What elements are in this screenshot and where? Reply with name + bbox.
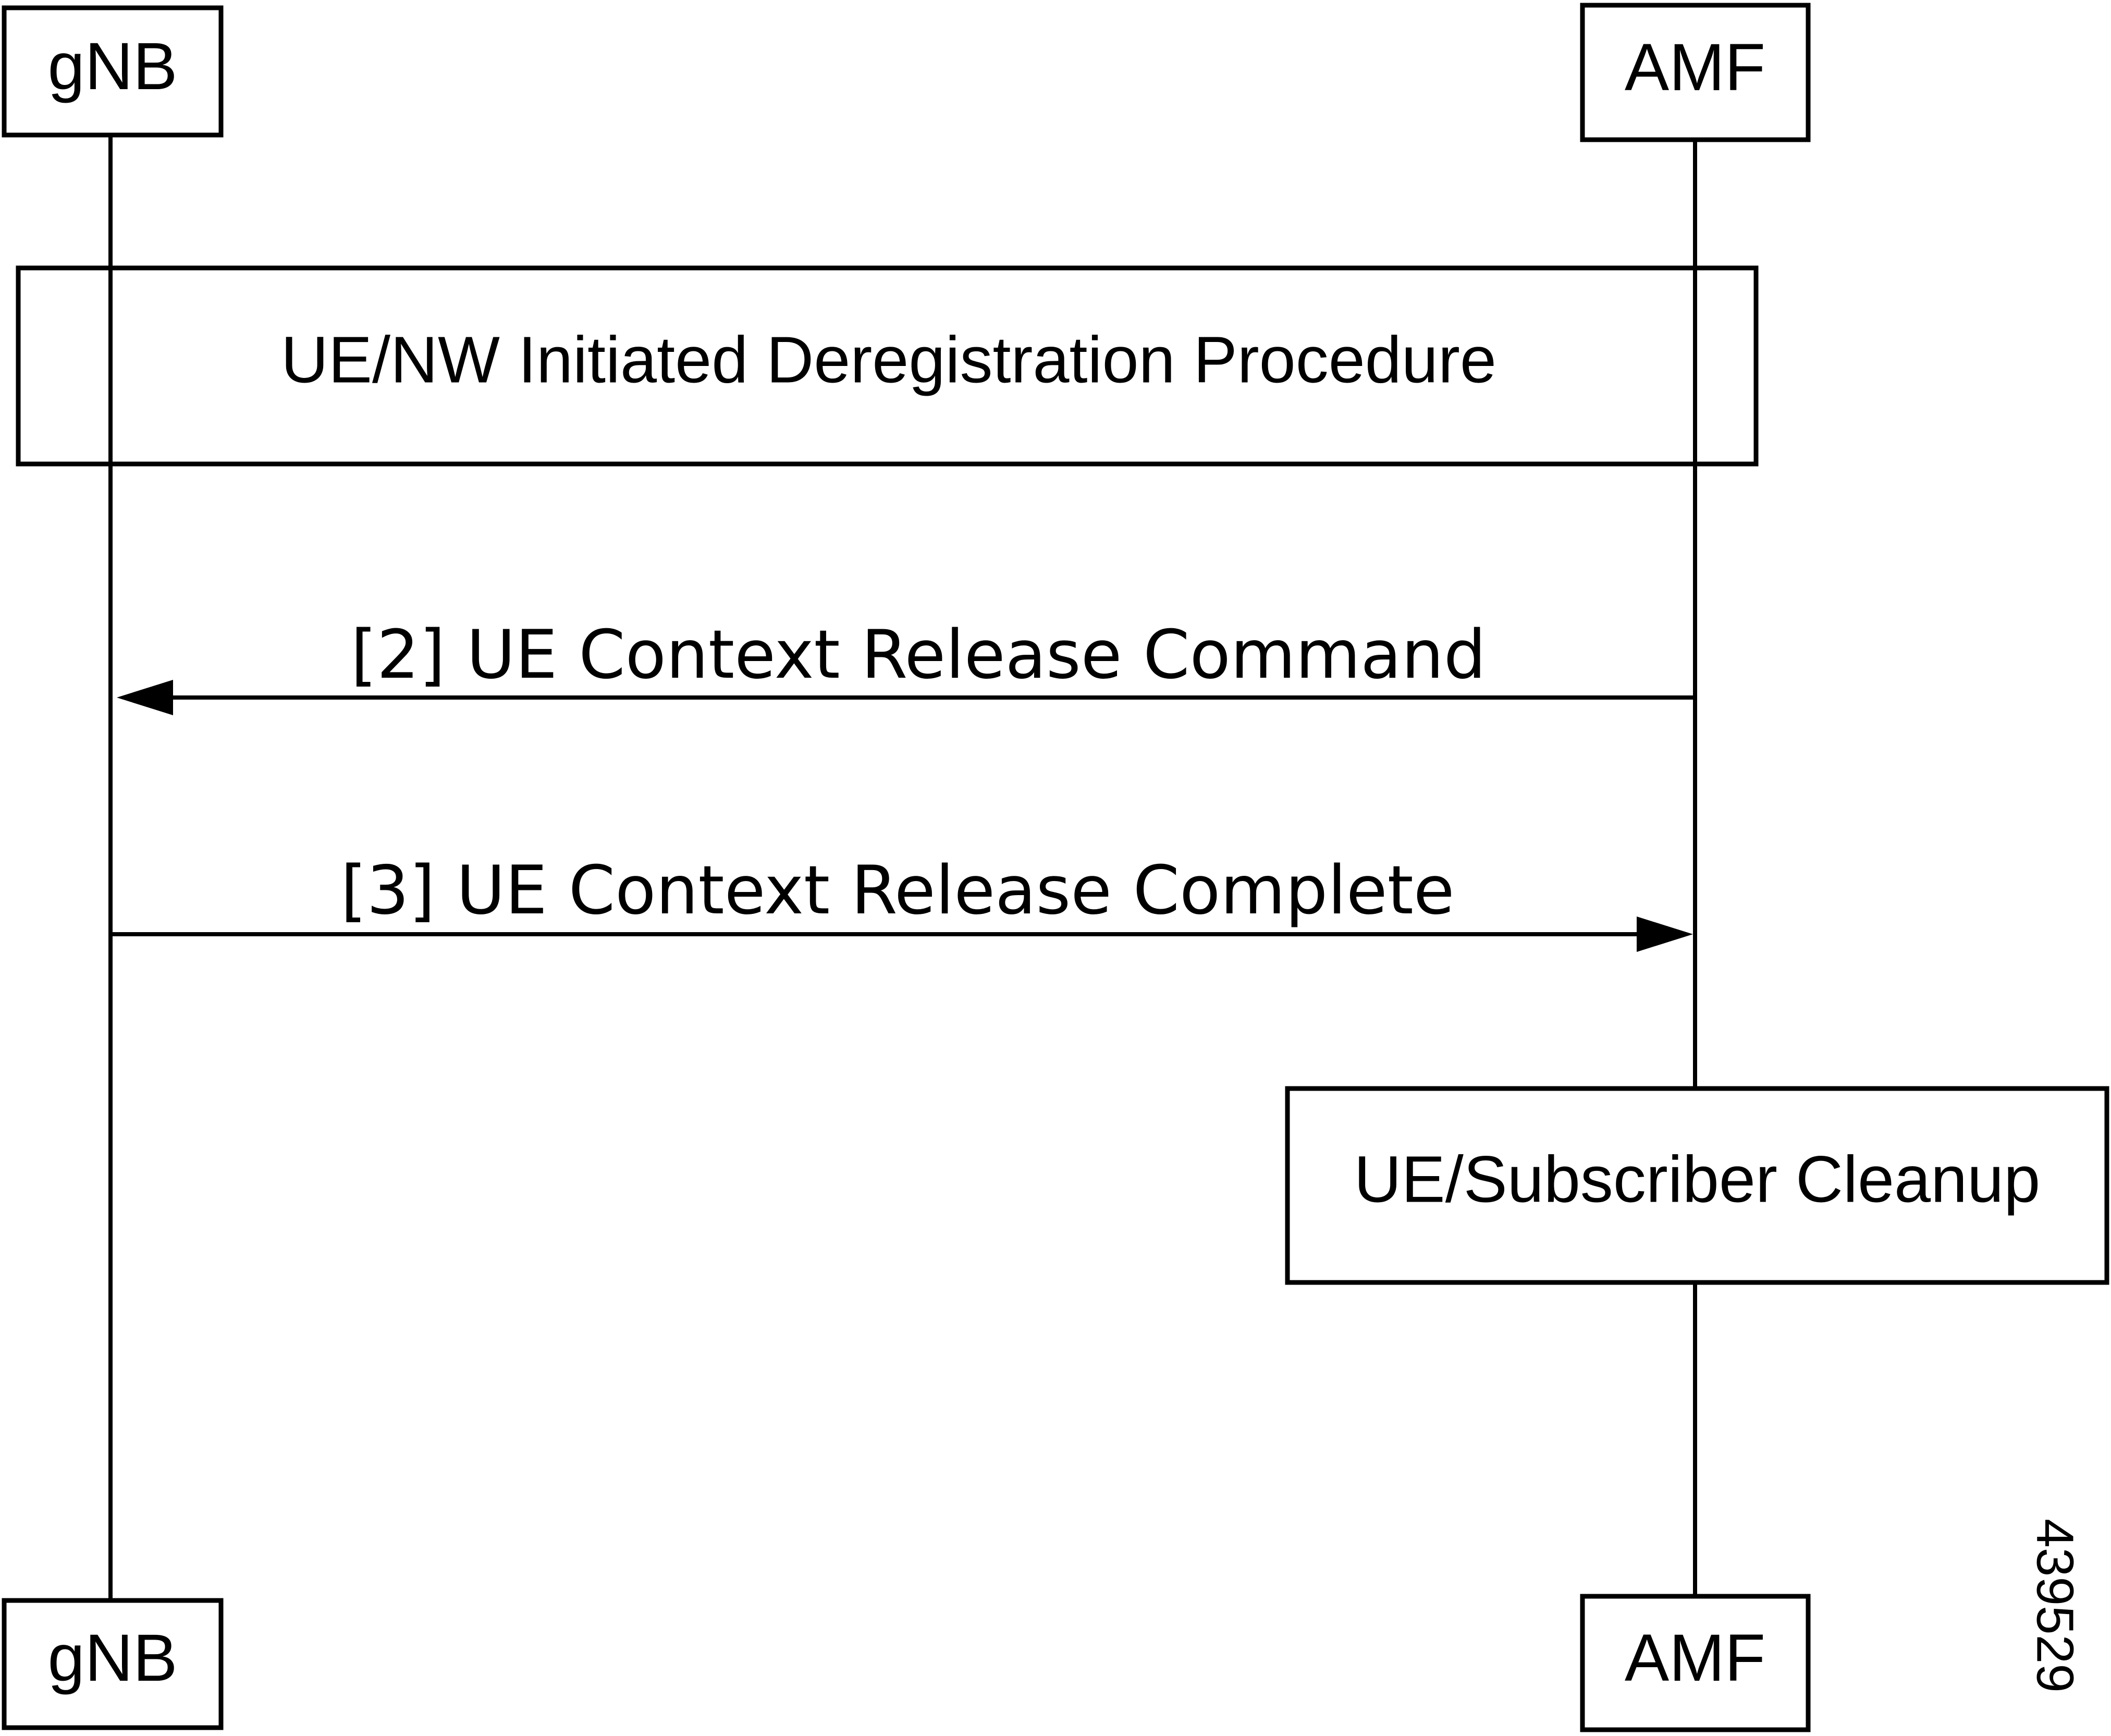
release-command-label: [2] UE Context Release Command [351,616,1486,694]
cleanup-procedure-box: UE/Subscriber Cleanup [1285,1086,2109,1285]
gnb-bottom-participant: gNB [2,1598,224,1730]
amf-top-label: AMF [1625,30,1765,105]
gnb-top-participant: gNB [2,5,224,138]
deregistration-procedure-box: UE/NW Initiated Deregistration Procedure [16,265,1759,467]
message-release-complete: [3] UE Context Release Complete [111,852,1693,952]
figure-id: 439529 [2026,1519,2084,1693]
release-complete-label: [3] UE Context Release Complete [340,852,1454,930]
amf-bottom-participant: AMF [1580,1594,1811,1732]
message-release-command: [2] UE Context Release Command [117,616,1695,715]
amf-top-participant: AMF [1580,3,1811,142]
release-complete-arrowhead [1637,916,1693,952]
gnb-top-label: gNB [48,29,178,104]
amf-bottom-label: AMF [1625,1621,1765,1695]
cleanup-procedure-label: UE/Subscriber Cleanup [1354,1142,2041,1216]
deregistration-procedure-label: UE/NW Initiated Deregistration Procedure [281,323,1496,396]
release-command-arrowhead [117,680,173,715]
gnb-bottom-label: gNB [48,1621,178,1695]
